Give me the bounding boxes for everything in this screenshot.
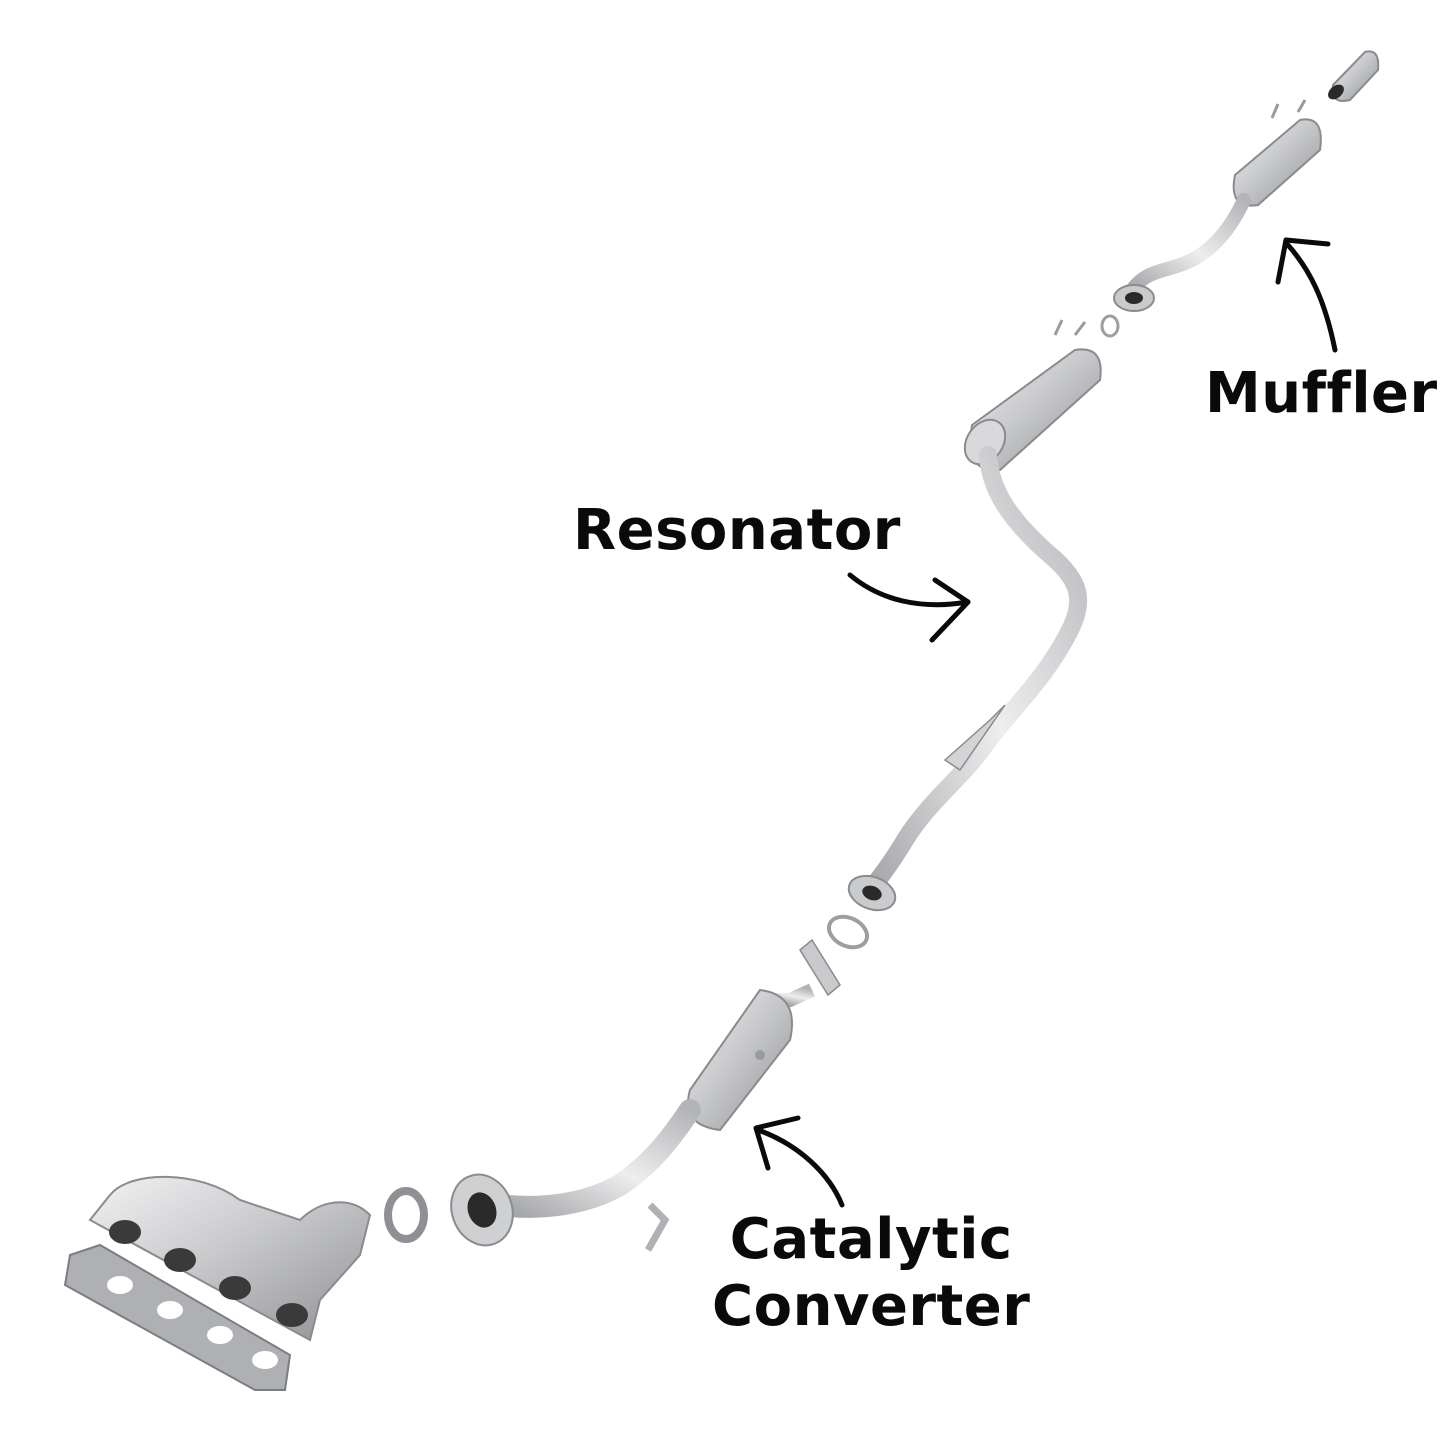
catalytic-converter-label: Catalytic Converter (712, 1206, 1030, 1340)
exhaust-manifold-part (63, 1175, 372, 1391)
resonator-label: Resonator (573, 498, 901, 563)
catalytic-converter-part (384, 938, 841, 1252)
resonator-arrow (847, 572, 971, 643)
muffler-arrow (1275, 237, 1338, 353)
muffler-label: Muffler (1205, 361, 1438, 426)
catalytic-converter-arrow (753, 1115, 845, 1208)
resonator-part (826, 319, 1102, 950)
catalytic-converter-label-line1: Catalytic (729, 1207, 1013, 1272)
catalytic-converter-label-line2: Converter (712, 1274, 1031, 1340)
muffler-part (1100, 99, 1322, 338)
exhaust-tip (1328, 50, 1380, 102)
